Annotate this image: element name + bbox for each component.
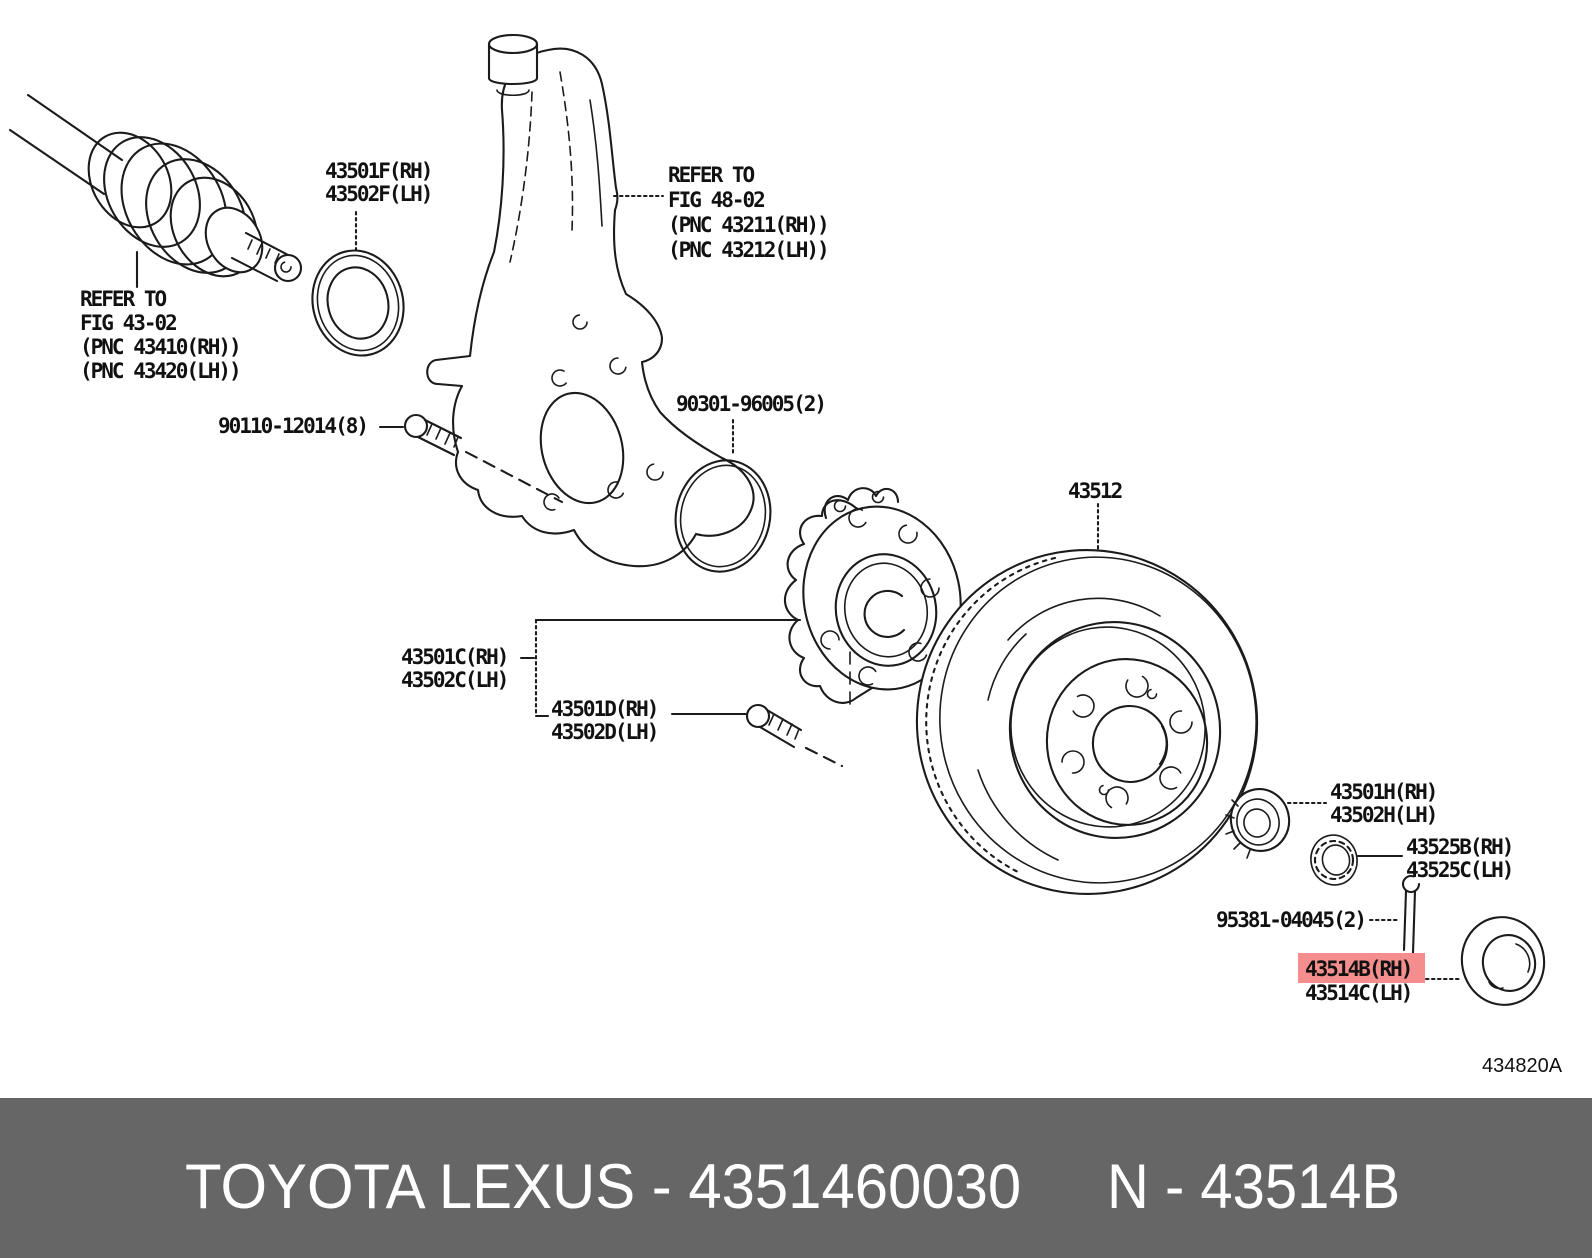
lock-nut-drawing xyxy=(1225,788,1291,859)
label-hub-bolt-rh[interactable]: 43501D(RH) xyxy=(551,697,659,721)
label-cap-lh[interactable]: 43514C(LH) xyxy=(1305,981,1413,1005)
svg-text:(PNC 43212(LH)): (PNC 43212(LH)) xyxy=(668,238,828,262)
label-retainer-lh[interactable]: 43525C(LH) xyxy=(1406,858,1514,882)
callout-refer-fig-43-02: REFER TO FIG 43-02 (PNC 43410(RH)) (PNC … xyxy=(80,287,242,383)
diagram-code: 434820A xyxy=(1482,1055,1563,1077)
label-hub-bolt-lh[interactable]: 43502D(LH) xyxy=(551,720,659,744)
snap-ring-drawing xyxy=(674,459,772,573)
hub-bolt-drawing xyxy=(745,703,844,768)
svg-text:(PNC 43211(RH)): (PNC 43211(RH)) xyxy=(668,213,828,237)
label-disc[interactable]: 43512 xyxy=(1068,479,1124,503)
svg-text:(PNC 43410(RH)): (PNC 43410(RH)) xyxy=(80,335,240,359)
steering-knuckle-drawing xyxy=(426,33,755,568)
label-snap-ring[interactable]: 90301-96005(2) xyxy=(676,392,827,416)
label-retainer-rh[interactable]: 43525B(RH) xyxy=(1406,835,1514,859)
footer-part-code: N - 43514B xyxy=(1107,1152,1401,1222)
svg-text:REFER TO: REFER TO xyxy=(668,163,755,187)
label-hub-lh[interactable]: 43502C(LH) xyxy=(401,668,509,692)
oil-seal-drawing xyxy=(311,249,405,357)
label-seal-lh[interactable]: 43502F(LH) xyxy=(325,182,433,206)
label-seal-rh[interactable]: 43501F(RH) xyxy=(325,159,433,183)
label-nut-lh[interactable]: 43502H(LH) xyxy=(1330,803,1438,827)
label-hub-rh[interactable]: 43501C(RH) xyxy=(401,645,509,669)
svg-text:REFER TO: REFER TO xyxy=(80,287,167,311)
callout-refer-fig-48-02: REFER TO FIG 48-02 (PNC 43211(RH)) (PNC … xyxy=(668,163,830,262)
brake-disc-drawing xyxy=(915,549,1259,895)
svg-text:FIG 48-02: FIG 48-02 xyxy=(668,188,764,212)
label-knuckle-bolt[interactable]: 90110-12014(8) xyxy=(218,414,369,438)
footer-banner: TOYOTA LEXUS - 4351460030 N - 43514B xyxy=(0,1098,1592,1258)
hub-bearing-drawing xyxy=(783,487,962,709)
cv-axle-drawing xyxy=(8,93,303,283)
part-number-highlight xyxy=(1298,953,1425,983)
knuckle-bolt-drawing xyxy=(403,413,564,504)
label-cap-rh-highlighted[interactable]: 43514B(RH) xyxy=(1305,957,1413,981)
svg-text:(PNC 43420(LH)): (PNC 43420(LH)) xyxy=(80,359,240,383)
grease-cap-drawing xyxy=(1460,916,1546,1006)
callout-labels: 43501F(RH) 43502F(LH) REFER TO FIG 43-02… xyxy=(80,159,1563,1077)
label-cotter-pin[interactable]: 95381-04045(2) xyxy=(1216,908,1367,932)
leader-lines xyxy=(135,194,1461,981)
svg-text:FIG 43-02: FIG 43-02 xyxy=(80,311,176,335)
label-nut-rh[interactable]: 43501H(RH) xyxy=(1330,780,1438,804)
nut-retainer-drawing xyxy=(1310,834,1358,886)
cotter-pin-drawing xyxy=(1401,874,1421,955)
footer-part-title: TOYOTA LEXUS - 4351460030 xyxy=(185,1152,1022,1222)
